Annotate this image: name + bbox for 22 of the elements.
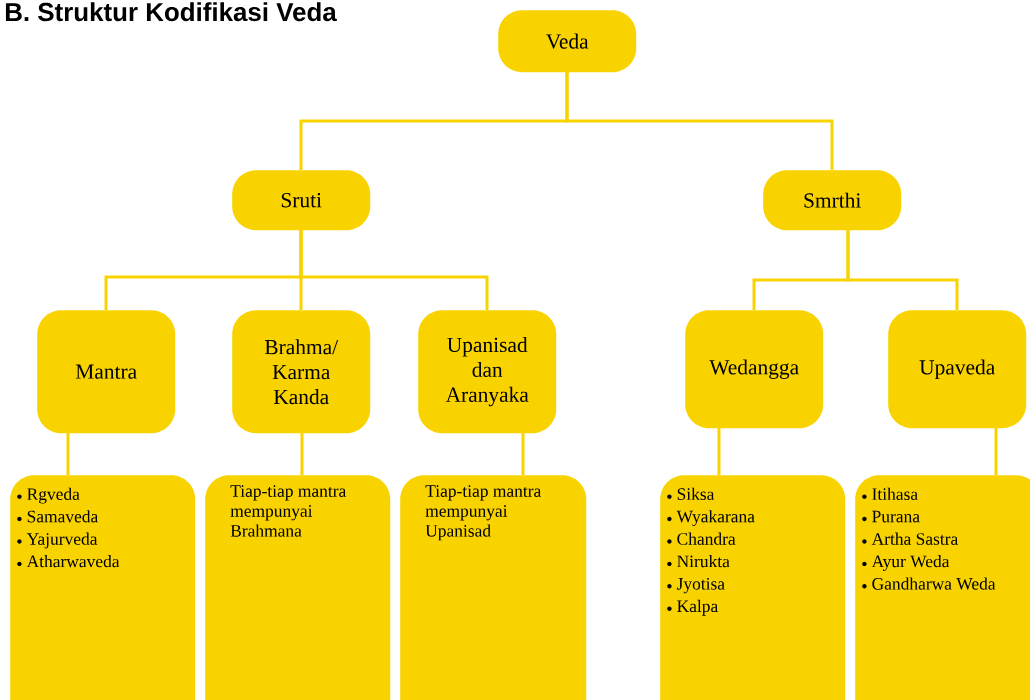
category-box: Smrthi: [763, 170, 902, 231]
list-box: Itihasa Purana Artha Sastra Ayur Weda Gandharwa Weda: [855, 475, 1030, 700]
connector-line: [299, 230, 489, 310]
connector-line: [300, 433, 304, 475]
category-box: Upaveda: [888, 310, 1027, 429]
title: B. Struktur Kodifikasi Veda: [5, 2, 337, 22]
category-box: Upanisad dan Aranyaka: [418, 310, 557, 434]
category-box: Wedangga: [685, 310, 824, 429]
connector-line: [846, 230, 959, 310]
category-box: Mantra: [37, 310, 176, 434]
description-box: Tiap-tiap mantra mempunyai Brahmana: [205, 475, 391, 700]
connector-line: [994, 428, 998, 475]
description-box: Tiap-tiap mantra mempunyai Upanisad: [400, 475, 587, 700]
connector-line: [66, 433, 70, 475]
connector-line: [717, 428, 721, 475]
list-box: Rgveda Samaveda Yajurveda Atharwaveda: [10, 475, 196, 700]
category-box: Sruti: [232, 170, 371, 231]
category-box: Brahma/ Karma Kanda: [232, 310, 371, 434]
connector-line: [521, 433, 525, 475]
list-box: Siksa Wyakarana Chandra Nirukta Jyotisa Kalpa: [660, 475, 846, 700]
connector-line: [565, 72, 834, 170]
category-box: Veda: [498, 10, 637, 73]
